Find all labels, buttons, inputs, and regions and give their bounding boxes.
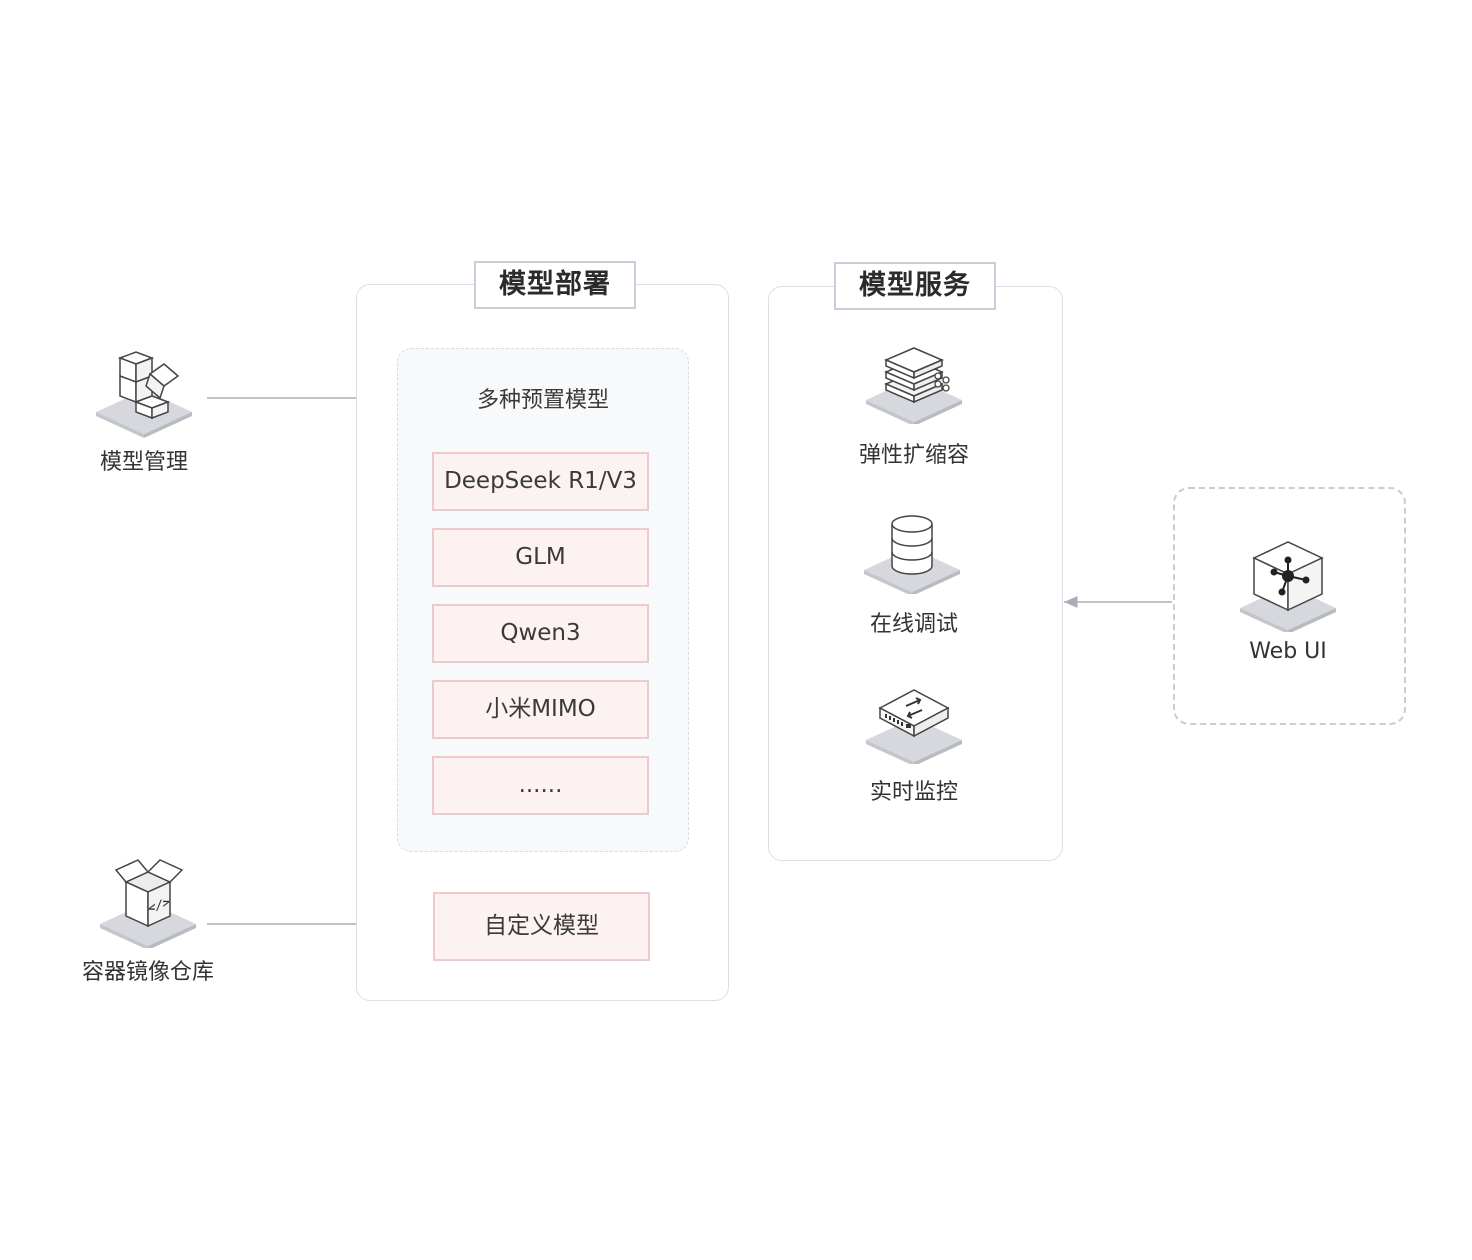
elastic-scaling-icon [866,347,962,424]
model-service-title: 模型服务 [834,262,996,310]
model-item-xiaomi-mimo[interactable]: 小米MIMO [432,680,649,739]
model-deploy-title: 模型部署 [474,261,636,309]
model-item-more[interactable]: ...... [432,756,649,815]
preset-models-title: 多种预置模型 [476,388,609,413]
online-debug-icon [864,515,960,594]
model-item-glm[interactable]: GLM [432,528,649,587]
realtime-monitoring-label: 实时监控 [869,780,958,805]
web-ui-icon [1240,541,1336,632]
elastic-scaling-label: 弹性扩缩容 [858,443,969,468]
model-management-icon [96,351,192,438]
model-management-label: 模型管理 [99,450,188,475]
container-registry-icon: </> [100,859,196,948]
model-item-deepseek[interactable]: DeepSeek R1/V3 [432,452,649,511]
web-ui-label: Web UI [1249,639,1327,664]
container-registry-label: 容器镜像仓库 [81,960,214,985]
realtime-monitoring-icon [866,689,962,764]
online-debug-label: 在线调试 [869,612,958,637]
model-item-qwen3[interactable]: Qwen3 [432,604,649,663]
custom-model-item[interactable]: 自定义模型 [433,892,650,961]
